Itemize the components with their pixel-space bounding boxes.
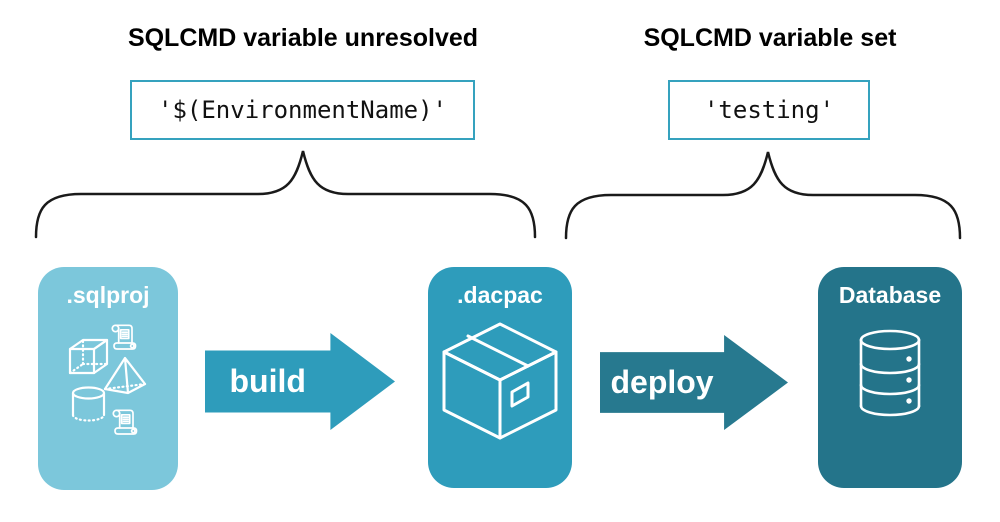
unresolved-heading: SQLCMD variable unresolved	[127, 24, 479, 52]
cube-icon	[68, 338, 109, 375]
database-card: Database	[818, 267, 962, 488]
pyramid-icon	[103, 356, 147, 395]
deploy-arrow-label: deploy	[610, 364, 714, 400]
sql-project-objects-icon	[68, 324, 147, 435]
dacpac-card-title: .dacpac	[457, 282, 543, 308]
package-box-icon	[442, 322, 558, 440]
right-brace	[564, 151, 962, 240]
left-brace	[34, 150, 537, 239]
deploy-arrow: deploy	[600, 335, 788, 430]
set-code-box: 'testing'	[668, 80, 870, 140]
script-scroll-icon	[112, 409, 138, 435]
unresolved-code-value: '$(EnvironmentName)'	[158, 96, 447, 124]
set-heading: SQLCMD variable set	[643, 24, 897, 52]
cylinder-icon	[71, 386, 106, 422]
build-arrow-label: build	[229, 363, 306, 399]
set-code-value: 'testing'	[703, 96, 835, 124]
build-arrow: build	[205, 333, 395, 430]
database-cylinder-icon	[859, 329, 921, 417]
sqlproj-card: .sqlproj	[38, 267, 178, 490]
unresolved-code-box: '$(EnvironmentName)'	[130, 80, 475, 140]
database-card-title: Database	[838, 282, 942, 308]
script-scroll-icon	[111, 324, 137, 350]
dacpac-card: .dacpac	[428, 267, 572, 488]
sqlproj-card-title: .sqlproj	[66, 282, 150, 308]
